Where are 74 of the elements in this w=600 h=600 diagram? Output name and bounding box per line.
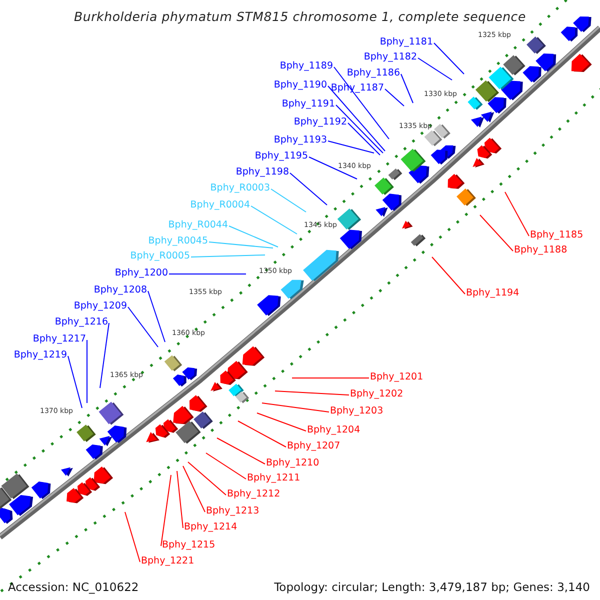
gene-label: Bphy_1191 [282, 98, 335, 110]
leader-line [250, 206, 298, 234]
accession-text: Accession: NC_010622 [8, 580, 139, 594]
gene-label: Bphy_1201 [370, 372, 424, 382]
gene-label: Bphy_1182 [364, 52, 417, 62]
gene-label: Bphy_1213 [206, 506, 260, 516]
leader-line [160, 474, 172, 546]
leader-line [100, 322, 110, 388]
gene-label: Bphy_1195 [254, 150, 308, 162]
gene-label: Bphy_1193 [274, 134, 327, 146]
gene-label: Bphy_1215 [162, 540, 216, 550]
leader-line [68, 356, 82, 408]
leader-line [256, 412, 306, 432]
gene-label: Bphy_1181 [380, 36, 433, 48]
leader-line [190, 254, 266, 258]
leader-line [228, 226, 278, 248]
gene-label: Bphy_1192 [294, 116, 347, 128]
gene-label: Bphy_1203 [330, 406, 384, 416]
map-title: Burkholderia phymatum STM815 chromosome 1, complete sequence [73, 9, 527, 24]
leader-line [434, 42, 464, 74]
gene-label: Bphy_1207 [287, 440, 340, 452]
gene-label: Bphy_1189 [280, 60, 333, 72]
leader-line [148, 290, 166, 342]
leader-line [328, 140, 374, 154]
gene-label: Bphy_1198 [236, 166, 289, 178]
leader-line [334, 66, 390, 140]
gene-label: Bphy_1212 [227, 488, 280, 500]
topology-text: Topology: circular; Length: 3,479,187 bp; Genes: 3,140 [274, 580, 590, 594]
leader-line [504, 192, 530, 236]
gene-label: Bphy_R0003 [210, 182, 270, 194]
gene-label: Bphy_1188 [514, 244, 568, 256]
leader-line [128, 306, 158, 348]
leader-line [328, 86, 386, 152]
gene-label: Bphy_1210 [266, 458, 320, 468]
leader-line [188, 462, 226, 496]
gene-label: Bphy_1208 [94, 284, 147, 296]
gene-label: Bphy_1202 [350, 388, 404, 400]
leader-line [262, 402, 330, 412]
leader-line [182, 466, 206, 512]
gene-label: Bphy_1186 [346, 68, 400, 78]
gene-label: Bphy_1221 [141, 556, 194, 566]
leader-line [124, 512, 140, 562]
gene-label: Bphy_1194 [466, 288, 520, 298]
leader-line [336, 104, 384, 154]
gene-label: Bphy_R0004 [190, 200, 250, 210]
leader-line [216, 438, 266, 464]
leader-line [384, 88, 404, 106]
gene-label: Bphy_R0044 [168, 220, 228, 230]
leader-line [206, 452, 246, 480]
leader-line [308, 156, 358, 180]
leader-line [176, 470, 184, 528]
leader-line [274, 390, 350, 396]
gene-label: Bphy_1209 [74, 300, 127, 312]
leader-line [348, 122, 380, 156]
gene-label: Bphy_1219 [14, 350, 67, 360]
leader-line [418, 58, 452, 80]
leader-line [290, 172, 328, 206]
leader-line [208, 242, 274, 248]
leader-line [480, 214, 514, 252]
gene-label: Bphy_1211 [247, 472, 300, 484]
gene-label: Bphy_R0005 [130, 250, 190, 262]
gene-label: Bphy_1217 [32, 334, 86, 344]
leader-line [432, 256, 466, 294]
leader-line [400, 74, 414, 104]
gene-label: Bphy_1190 [274, 80, 327, 90]
leader-line [238, 420, 286, 448]
gene-label: Bphy_R0045 [148, 236, 208, 246]
gene-label: Bphy_1214 [184, 522, 238, 532]
gene-label: Bphy_1185 [530, 230, 584, 240]
gene-label: Bphy_1204 [307, 424, 360, 436]
gene-label: Bphy_1216 [54, 316, 108, 328]
leader-line [86, 340, 88, 404]
gene-label: Bphy_1200 [114, 268, 168, 278]
leader-line [270, 188, 306, 212]
